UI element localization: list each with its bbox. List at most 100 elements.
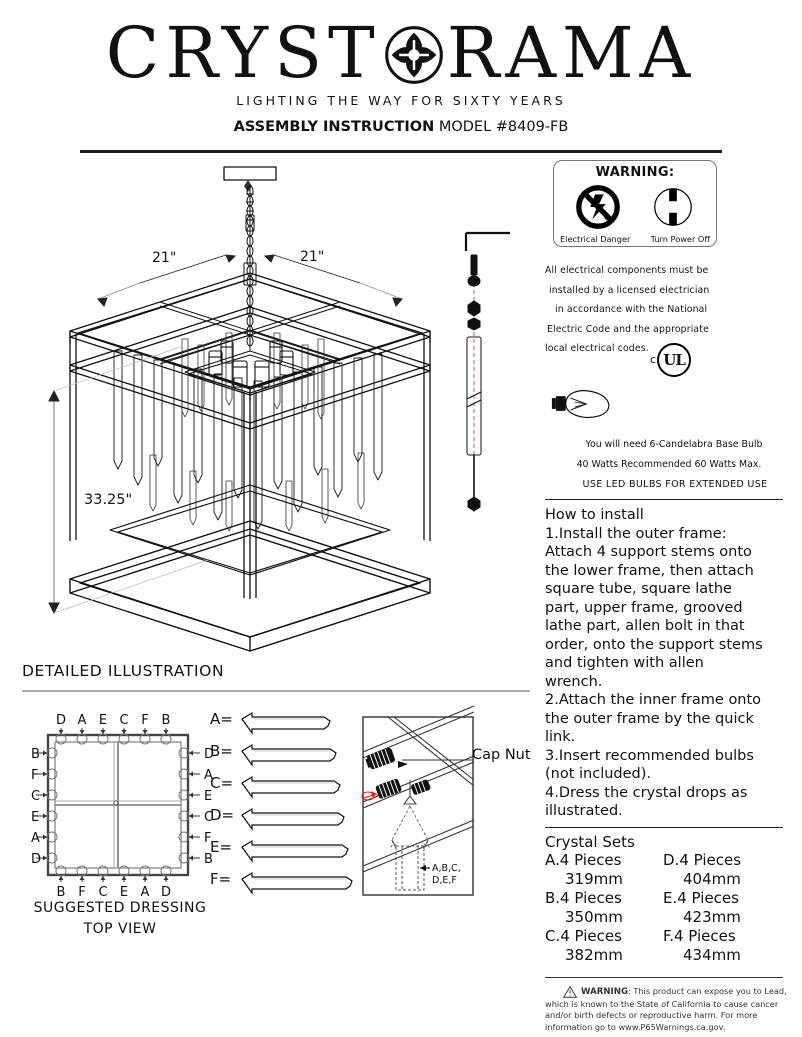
assembly-label: ASSEMBLY INSTRUCTION <box>233 119 435 135</box>
bulb-info-line-2: 40 Watts Recommended 60 Watts Max. <box>576 458 762 470</box>
top-view-caption-line-2: TOP VIEW <box>83 921 157 937</box>
rod-shapes <box>241 711 353 895</box>
dimension-height: 33.25" <box>84 492 133 508</box>
topview-left-label: A <box>31 831 40 846</box>
prop65-line-3: and/or birth defects or reproductive har… <box>545 1010 758 1021</box>
topview-top-label: E <box>99 713 107 728</box>
ul-listed-mark-icon: c UL <box>650 342 692 377</box>
no-electrical-danger-icon <box>574 183 622 231</box>
bulb-info-line-3: USE LED BULBS FOR EXTENDED USE <box>582 478 768 490</box>
topview-bottom-label: B <box>57 885 66 900</box>
chandelier-drawing <box>30 155 540 655</box>
install-steps: 1.Install the outer frame: Attach 4 supp… <box>545 525 763 820</box>
electrical-warning-box: WARNING: <box>553 160 717 247</box>
assembly-instruction-title: ASSEMBLY INSTRUCTION MODEL #8409-FB <box>0 119 802 135</box>
bulb-illustration: You will need 6-Candelabra Base Bulb 40 … <box>545 385 793 495</box>
cap-nut-label: Cap Nut <box>472 747 531 763</box>
topview-right-label: F <box>204 831 211 846</box>
topview-top-label: F <box>141 713 148 728</box>
topview-left-label: B <box>31 747 40 762</box>
topview-left-label: E <box>31 810 39 825</box>
crystal-rod-legend: A= B= C= D= E= F= <box>208 708 358 904</box>
crystal-set-size: 319mm <box>565 870 623 889</box>
topview-right-label: D <box>204 747 214 762</box>
divider-above-p65 <box>545 977 783 979</box>
crystal-set-label: A.4 Pieces <box>545 851 622 870</box>
topview-right-label: B <box>204 852 213 867</box>
divider-above-install <box>545 498 783 501</box>
cap-box-note-line-1: A,B,C, <box>432 863 461 874</box>
topview-top-label: A <box>78 713 87 728</box>
ul-c-prefix: c <box>650 353 657 366</box>
crystal-set-label: E.4 Pieces <box>663 889 739 908</box>
electrical-notice-line-4: Electric Code and the appropriate <box>547 323 709 335</box>
warning-caption-left: Electrical Danger <box>560 234 631 244</box>
crystal-set-label: F.4 Pieces <box>663 927 736 946</box>
topview-left-label: F <box>31 768 38 783</box>
brand-text-left: CRYST <box>105 12 381 94</box>
topview-left-label: D <box>31 852 41 867</box>
topview-bottom-label: F <box>78 885 85 900</box>
dimension-width-left: 21" <box>152 250 177 266</box>
topview-bottom-label: E <box>120 885 128 900</box>
topview-top-label: D <box>56 713 66 728</box>
turn-power-off-switch-icon <box>649 183 697 231</box>
topview-right-label: A <box>204 768 213 783</box>
brand-logo: CRYST RAMA LIGHTING THE WAY FOR SIXTY YE… <box>0 18 802 108</box>
header-divider <box>80 150 722 153</box>
rod-key: D= <box>210 806 234 824</box>
topview-bottom-label: C <box>98 885 107 900</box>
crystal-sets-heading: Crystal Sets <box>545 833 635 852</box>
brand-text-right: RAMA <box>446 12 697 94</box>
divider-above-crystal-sets <box>545 826 783 829</box>
topview-left-label: C <box>31 789 40 804</box>
crystal-set-label: B.4 Pieces <box>545 889 622 908</box>
crystorama-flower-mark-icon <box>383 24 445 86</box>
crystal-set-label: D.4 Pieces <box>663 851 742 870</box>
cap-box-note-line-2: D,E,F <box>432 875 457 886</box>
crystal-set-size: 404mm <box>683 870 741 889</box>
prop65-bold-label: WARNING <box>581 987 628 998</box>
topview-top-label: B <box>162 713 171 728</box>
dressing-top-view-diagram: D A E C F B B F C E A D B F C E A D D A <box>30 710 225 900</box>
model-number: MODEL #8409-FB <box>434 119 569 135</box>
rod-key: C= <box>210 774 233 792</box>
crystal-set-label: C.4 Pieces <box>545 927 622 946</box>
detailed-illustration-heading: DETAILED ILLUSTRATION <box>22 662 225 680</box>
detailed-illustration-divider <box>22 690 530 692</box>
top-view-caption: SUGGESTED DRESSING TOP VIEW <box>15 898 225 940</box>
rod-key: B= <box>210 742 233 760</box>
crystal-sets-grid: A.4 Pieces D.4 Pieces 319mm 404mm B.4 Pi… <box>545 851 793 965</box>
electrical-notice-line-3: in accordance with the National <box>555 304 708 315</box>
topview-bottom-label: A <box>141 885 150 900</box>
electrical-notice-line-1: All electrical components must be <box>545 265 709 276</box>
rod-key: A= <box>210 710 233 728</box>
brand-tagline: LIGHTING THE WAY FOR SIXTY YEARS <box>236 93 566 108</box>
warning-caption-right: Turn Power Off <box>650 234 710 244</box>
crystal-set-size: 382mm <box>565 946 623 965</box>
prop65-line-1: : This product can expose you to Lead, <box>628 986 787 997</box>
topview-bottom-label: D <box>161 885 171 900</box>
electrical-notice-line-2: installed by a licensed electrician <box>549 284 710 296</box>
right-info-column: WARNING: <box>545 160 793 1033</box>
crystal-set-size: 434mm <box>683 946 741 965</box>
crystal-set-size: 350mm <box>565 908 623 927</box>
electrical-notice: All electrical components must be instal… <box>545 261 793 359</box>
topview-right-label: E <box>204 789 212 804</box>
top-view-caption-line-1: SUGGESTED DRESSING <box>33 900 207 916</box>
prop65-warning: WARNING: This product can expose you to … <box>545 986 793 1033</box>
dimension-width-right: 21" <box>300 249 325 265</box>
prop65-line-4: information go to www.P65Warnings.ca.gov… <box>545 1021 726 1032</box>
bulb-info-line-1: You will need 6-Candelabra Base Bulb <box>585 438 763 450</box>
warning-box-title: WARNING: <box>595 165 675 180</box>
install-heading: How to install <box>545 507 644 524</box>
ul-circle-label: UL <box>657 342 692 377</box>
electrical-notice-line-5: local electrical codes. <box>545 343 649 354</box>
topview-top-label: C <box>119 713 128 728</box>
rod-key: E= <box>210 838 232 856</box>
prop65-line-2: which is known to the State of Californi… <box>545 998 779 1009</box>
cap-nut-detail-box: A,B,C, D,E,F <box>361 705 475 896</box>
crystal-set-size: 423mm <box>683 908 741 927</box>
rod-key: F= <box>210 870 231 888</box>
